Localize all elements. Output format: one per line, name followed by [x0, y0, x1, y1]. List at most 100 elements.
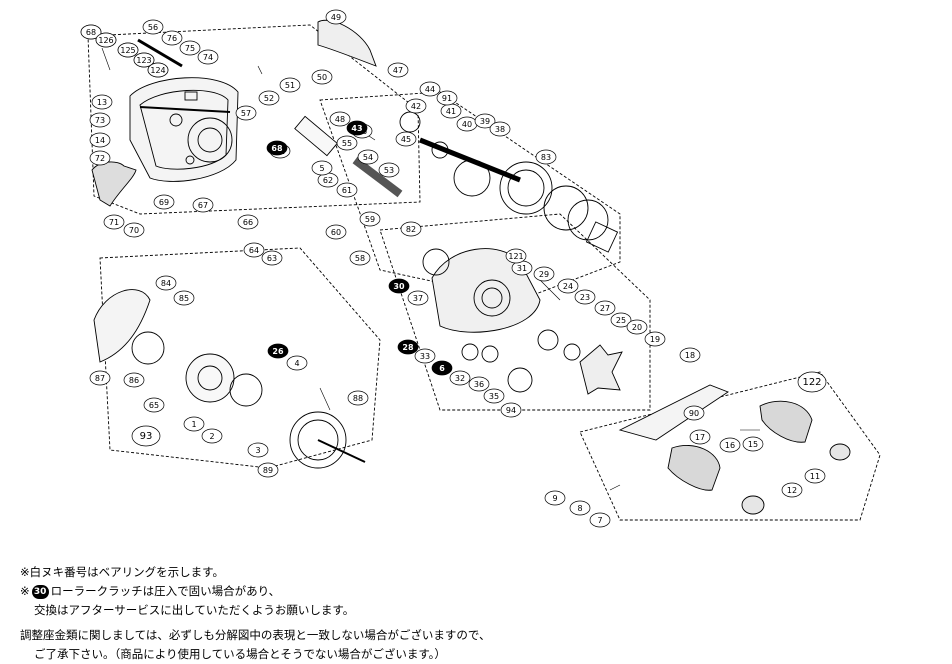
svg-text:7: 7 — [597, 516, 602, 525]
washer-note: 調整座金類に関しましては、必ずしも分解図中の表現と一致しない場合がございますので… — [20, 628, 491, 642]
svg-text:41: 41 — [446, 107, 456, 116]
part-callout: 57 — [235, 105, 257, 121]
svg-text:75: 75 — [185, 44, 195, 53]
part-callout: 53 — [378, 162, 400, 178]
part-callout: 29 — [533, 266, 555, 282]
svg-text:82: 82 — [406, 225, 416, 234]
part-callout: 64 — [243, 242, 265, 258]
svg-text:123: 123 — [136, 56, 151, 65]
svg-text:19: 19 — [650, 335, 660, 344]
bearing-callout: 28 — [397, 339, 419, 355]
svg-text:122: 122 — [802, 377, 821, 388]
svg-text:74: 74 — [203, 53, 213, 62]
svg-text:64: 64 — [249, 246, 259, 255]
svg-text:83: 83 — [541, 153, 551, 162]
bearing-callout: 26 — [267, 343, 289, 359]
part-callout: 33 — [414, 348, 436, 364]
svg-text:60: 60 — [331, 228, 341, 237]
part-callout: 69 — [153, 194, 175, 210]
part-callout: 23 — [574, 289, 596, 305]
svg-text:36: 36 — [474, 380, 484, 389]
part-callout: 70 — [123, 222, 145, 238]
group-outline-frame — [87, 24, 881, 521]
part-callout: 66 — [237, 214, 259, 230]
part-callout: 71 — [103, 214, 125, 230]
svg-text:88: 88 — [353, 394, 363, 403]
bearing-callout: 43 — [346, 120, 368, 136]
part-callout: 20 — [626, 319, 648, 335]
svg-text:94: 94 — [506, 406, 516, 415]
top-cover-part — [317, 19, 377, 67]
part-callout: 68 — [80, 24, 102, 40]
part-callout: 74 — [197, 49, 219, 65]
svg-text:18: 18 — [685, 351, 695, 360]
svg-text:68: 68 — [271, 144, 283, 153]
svg-text:121: 121 — [508, 252, 523, 261]
part-callout: 45 — [395, 131, 417, 147]
svg-text:17: 17 — [695, 433, 705, 442]
svg-text:72: 72 — [95, 154, 105, 163]
part-callout: 14 — [89, 132, 111, 148]
svg-text:73: 73 — [95, 116, 105, 125]
svg-text:42: 42 — [411, 102, 421, 111]
svg-text:15: 15 — [748, 440, 758, 449]
part-callout: 40 — [456, 116, 478, 132]
callouts: 8180797877567675747314137271706967666463… — [80, 9, 827, 528]
part-callout: 15 — [742, 436, 764, 452]
svg-text:65: 65 — [149, 401, 159, 410]
svg-text:6: 6 — [439, 364, 445, 373]
part-callout: 87 — [89, 370, 111, 386]
part-callout: 27 — [594, 300, 616, 316]
svg-text:28: 28 — [402, 343, 414, 352]
svg-text:9: 9 — [552, 494, 557, 503]
svg-text:29: 29 — [539, 270, 549, 279]
svg-text:124: 124 — [150, 66, 165, 75]
part-callout: 39 — [474, 113, 496, 129]
svg-text:43: 43 — [351, 124, 362, 133]
part-callout: 4 — [286, 355, 308, 371]
part-callout: 126 — [95, 32, 117, 48]
part-callout: 25 — [610, 312, 632, 328]
part-callout: 41 — [440, 103, 462, 119]
svg-text:12: 12 — [787, 486, 797, 495]
svg-text:38: 38 — [495, 125, 505, 134]
acknowledge-note: ご了承下さい。（商品により使用している場合とそうでない場合がございます。） — [34, 647, 446, 661]
svg-text:30: 30 — [393, 282, 405, 291]
svg-text:53: 53 — [384, 166, 394, 175]
part-callout: 44 — [419, 81, 441, 97]
svg-text:91: 91 — [442, 94, 452, 103]
svg-text:31: 31 — [517, 264, 527, 273]
part-callout: 18 — [679, 347, 701, 363]
svg-text:87: 87 — [95, 374, 105, 383]
svg-text:62: 62 — [323, 176, 333, 185]
part-callout: 3 — [247, 442, 269, 458]
handle-arm — [618, 384, 729, 441]
part-callout: 7 — [589, 512, 611, 528]
part-callout: 8 — [569, 500, 591, 516]
svg-text:90: 90 — [689, 409, 699, 418]
part-callout: 60 — [325, 224, 347, 240]
svg-text:2: 2 — [209, 432, 214, 441]
part-callout: 123 — [133, 52, 155, 68]
svg-text:55: 55 — [342, 139, 352, 148]
svg-text:3: 3 — [255, 446, 260, 455]
part-callout: 9 — [544, 490, 566, 506]
svg-text:45: 45 — [401, 135, 411, 144]
thumb-lever — [91, 161, 137, 207]
after-service-note: 交換はアフターサービスに出していただくようお願いします。 — [34, 603, 355, 617]
svg-text:56: 56 — [148, 23, 158, 32]
part-callout: 19 — [644, 331, 666, 347]
star-drag — [579, 344, 623, 395]
part-callout: 86 — [123, 372, 145, 388]
part-callout: 32 — [449, 370, 471, 386]
part-callout: 16 — [719, 437, 741, 453]
bearing-note: ※白ヌキ番号はベアリングを示します。 — [20, 565, 224, 579]
svg-text:86: 86 — [129, 376, 139, 385]
svg-text:54: 54 — [363, 153, 373, 162]
side-cover — [93, 289, 366, 469]
svg-text:126: 126 — [98, 36, 113, 45]
svg-text:69: 69 — [159, 198, 169, 207]
part-callout: 37 — [407, 290, 429, 306]
